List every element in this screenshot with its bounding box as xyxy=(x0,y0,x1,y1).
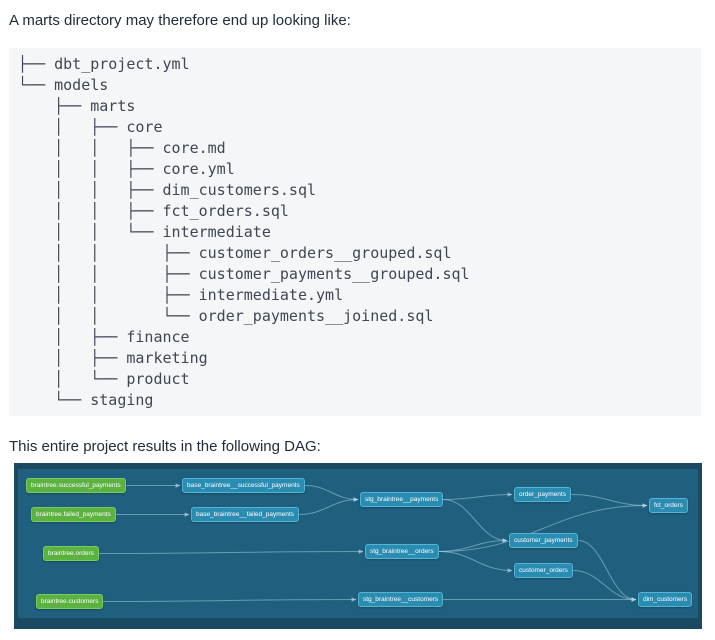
dag-node-stg_braintree__payments: stg_braintree__payments xyxy=(360,492,444,507)
dag-node-dim_customers: dim_customers xyxy=(638,592,693,607)
dag-node-braintree_customers: braintree.customers xyxy=(36,594,104,609)
directory-tree: ├── dbt_project.yml └── models ├── marts… xyxy=(18,55,470,409)
dag-edge-stg_braintree__orders--customer_payments xyxy=(438,538,508,552)
dag-edge-group xyxy=(98,483,648,602)
dag-edge-base_braintree__failed_payments--stg_braintree__payments xyxy=(298,497,359,515)
paragraph-marts-intro: A marts directory may therefore end up l… xyxy=(9,12,351,29)
dag-node-order_payments: order_payments xyxy=(514,487,571,502)
dag-edge-stg_braintree__payments--order_payments xyxy=(442,492,513,500)
dag-edge-braintree_orders--stg_braintree__orders xyxy=(98,549,364,554)
dag-canvas: braintree.successful_payments braintree.f… xyxy=(18,469,698,618)
dag-node-customer_orders: customer_orders xyxy=(514,563,573,578)
dag-node-braintree_failed_payments: braintree.failed_payments xyxy=(31,507,116,522)
dag-edge-stg_braintree__orders--customer_orders xyxy=(438,551,513,573)
paragraph-dag-intro: This entire project results in the follo… xyxy=(9,438,321,455)
dag-node-stg_braintree__customers: stg_braintree__customers xyxy=(358,592,444,607)
dag-edges xyxy=(98,483,648,602)
dag-node-braintree_orders: braintree.orders xyxy=(43,546,99,561)
code-block: ├── dbt_project.yml └── models ├── marts… xyxy=(9,48,701,416)
dag-image: braintree.successful_payments braintree.f… xyxy=(14,463,702,629)
dag-edge-order_payments--fct_orders xyxy=(570,494,648,508)
dag-edge-customer_orders--dim_customers xyxy=(572,570,637,602)
dag-edge-customer_payments--dim_customers xyxy=(577,540,637,602)
dag-node-braintree_successful_payments: braintree.successful_payments xyxy=(26,478,126,493)
dag-node-fct_orders: fct_orders xyxy=(649,498,688,513)
dag-node-base_braintree__failed_payments: base_braintree__failed_payments xyxy=(191,507,299,522)
dag-edge-base_braintree__successful_payments--stg_braintree__payments xyxy=(304,485,359,502)
dag-edge-stg_braintree__orders--fct_orders xyxy=(438,503,648,552)
dag-node-stg_braintree__orders: stg_braintree__orders xyxy=(365,544,439,559)
dag-edge-braintree_customers--stg_braintree__customers xyxy=(102,597,357,602)
dag-edge-stg_braintree__payments--customer_payments xyxy=(442,499,508,543)
dag-node-customer_payments: customer_payments xyxy=(509,533,578,548)
dag-node-base_braintree__successful_payments: base_braintree__successful_payments xyxy=(182,478,305,493)
